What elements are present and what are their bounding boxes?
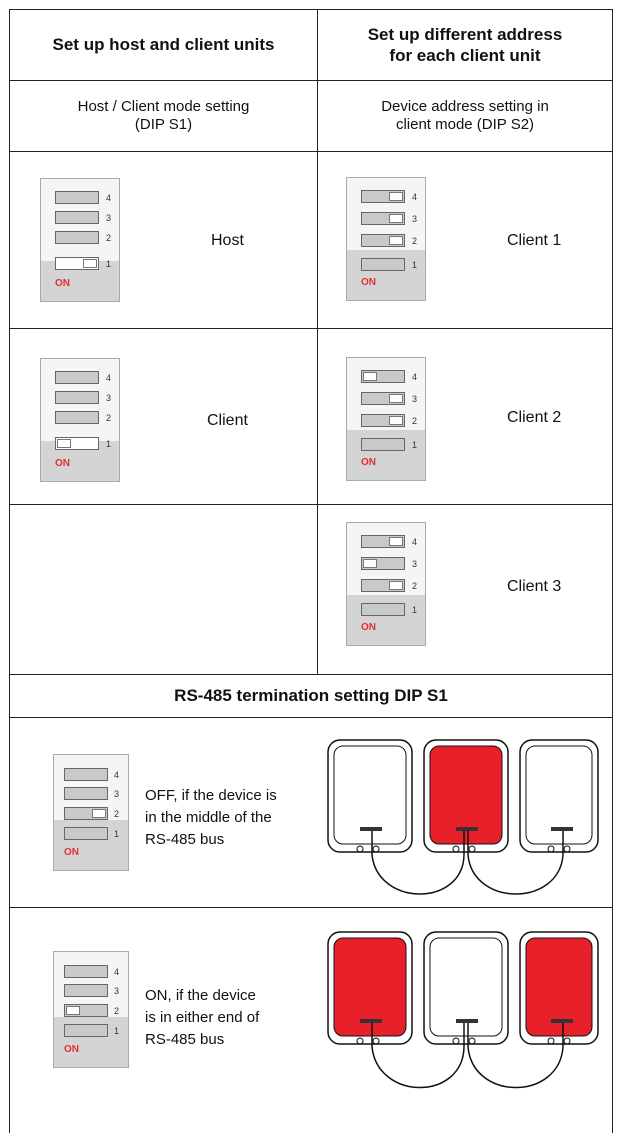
divider bbox=[10, 328, 612, 329]
dip-switch-client: 4 3 2 1 ON bbox=[40, 358, 120, 482]
termination-title: RS-485 termination setting DIP S1 bbox=[174, 686, 448, 705]
subheader-left: Host / Client mode setting (DIP S1) bbox=[77, 98, 250, 133]
table-top-border bbox=[10, 9, 612, 10]
divider bbox=[10, 717, 612, 718]
divider bbox=[10, 504, 612, 505]
rs485-bus-end-diagram bbox=[327, 931, 599, 1089]
divider bbox=[10, 151, 612, 152]
dip-switch-host: 4 3 2 1 ON bbox=[40, 178, 120, 302]
client-label: Client bbox=[207, 412, 248, 429]
settings-table: Set up host and client units Set up diff… bbox=[9, 9, 613, 1133]
client-3-label: Client 3 bbox=[507, 578, 562, 595]
dip-switch-client-1: 4 3 2 1 ON bbox=[346, 177, 426, 301]
rs485-bus-middle-diagram bbox=[327, 739, 599, 895]
dip-switch-termination-on: 4 3 2 1 ON bbox=[53, 951, 129, 1068]
client-1-label: Client 1 bbox=[507, 232, 562, 249]
dip-switch-client-3: 4 3 2 1 ON bbox=[346, 522, 426, 646]
host-label: Host bbox=[211, 232, 244, 249]
divider bbox=[10, 674, 612, 675]
subheader-right: Device address setting in client mode (D… bbox=[381, 98, 549, 133]
header-right-title: Set up different address for each client… bbox=[367, 24, 563, 65]
dip-switch-termination-off: 4 3 2 1 ON bbox=[53, 754, 129, 871]
termination-on-description: ON, if the device is in either end of RS… bbox=[145, 987, 260, 1048]
termination-off-description: OFF, if the device is in the middle of t… bbox=[145, 787, 277, 848]
client-2-label: Client 2 bbox=[507, 409, 562, 426]
divider bbox=[10, 907, 612, 908]
dip-switch-client-2: 4 3 2 1 ON bbox=[346, 357, 426, 481]
divider bbox=[10, 80, 612, 81]
column-divider bbox=[317, 9, 318, 674]
header-left-title: Set up host and client units bbox=[52, 35, 275, 54]
